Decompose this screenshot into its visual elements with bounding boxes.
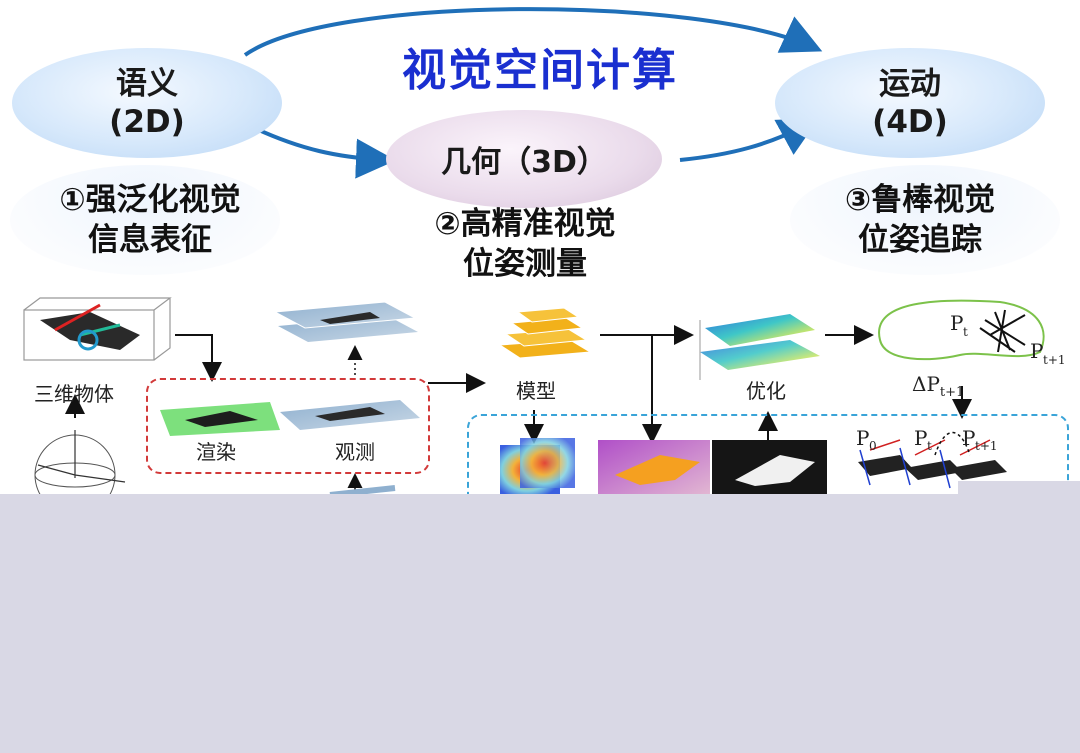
node-semantic-name: 语义 (116, 66, 178, 102)
main-title: 视觉空间计算 (402, 45, 678, 96)
task-2-line2: 位姿测量 (463, 246, 587, 282)
task-1: ①强泛化视觉 信息表征 (20, 180, 280, 260)
gray-overlay-notch (958, 481, 1080, 495)
label-delta-p-main: ΔP (912, 372, 940, 396)
node-motion-dim: (4D) (872, 104, 948, 140)
arc-semantic-to-motion (243, 7, 823, 57)
node-motion: 运动 (4D) (775, 48, 1045, 158)
svg-text:0: 0 (869, 439, 877, 453)
label-delta-p: ΔPt+1 (912, 372, 964, 400)
optimization-surface-icon (699, 314, 820, 380)
node-semantic: 语义 (2D) (12, 48, 282, 158)
task-3-line1: ③鲁棒视觉 (844, 182, 996, 218)
arc-semantic-to-geometry (247, 123, 396, 179)
label-delta-p-sub: t+1 (939, 385, 965, 400)
label-optimize: 优化 (746, 379, 786, 403)
node-semantic-dim: (2D) (109, 104, 185, 140)
task-2: ②高精准视觉 位姿测量 (400, 204, 650, 284)
svg-text:P: P (962, 426, 975, 450)
node-geometry: 几何（3D） (386, 110, 662, 208)
render-observe-box (146, 378, 430, 474)
heatmap-image (500, 438, 575, 495)
label-model: 模型 (516, 379, 556, 403)
task-1-line2: 信息表征 (88, 222, 212, 258)
label-object: 三维物体 (34, 382, 114, 406)
svg-text:t: t (963, 325, 968, 339)
task-2-line1: ②高精准视觉 (434, 206, 616, 242)
task-1-line1: ①强泛化视觉 (59, 182, 241, 218)
svg-text:t: t (927, 439, 932, 453)
observed-images-top (273, 301, 418, 342)
task-3: ③鲁棒视觉 位姿追踪 (800, 180, 1040, 260)
svg-text:P: P (914, 426, 927, 450)
depth-image (598, 440, 710, 495)
task-3-line2: 位姿追踪 (858, 222, 982, 258)
gray-overlay (0, 494, 1080, 753)
svg-text:P: P (1030, 339, 1043, 363)
svg-text:t+1: t+1 (1043, 353, 1066, 367)
sphere-icon (34, 430, 126, 495)
svg-text:P: P (856, 426, 869, 450)
label-render: 渲染 (196, 440, 236, 464)
model-stack-icon (498, 307, 592, 359)
object-box-icon (23, 297, 172, 361)
node-motion-name: 运动 (879, 66, 941, 102)
label-observe: 观测 (335, 440, 375, 464)
mask-image (712, 440, 827, 495)
svg-text:t+1: t+1 (975, 439, 998, 453)
svg-text:P: P (950, 311, 963, 335)
node-geometry-label: 几何（3D） (441, 145, 607, 180)
